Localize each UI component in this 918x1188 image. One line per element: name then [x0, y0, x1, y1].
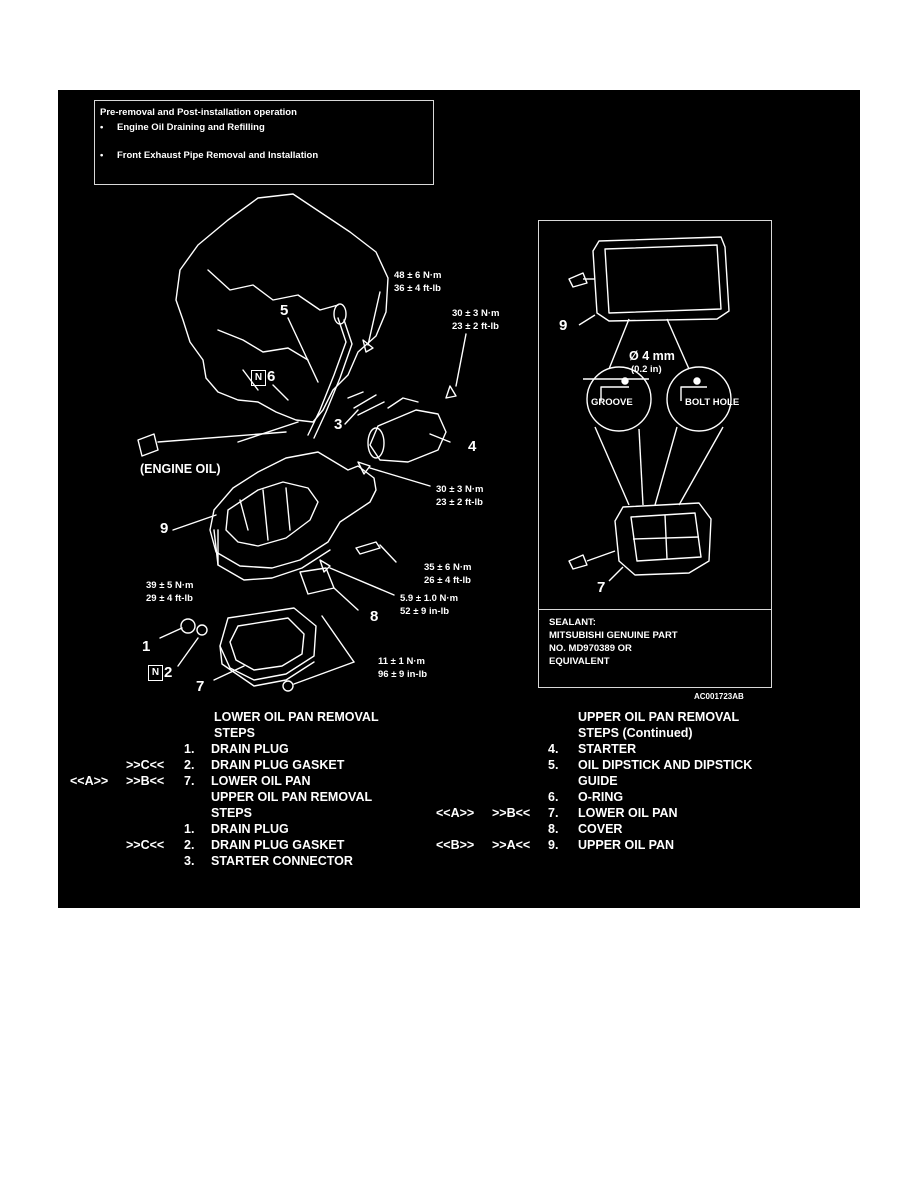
preop-bullet-2: •: [100, 150, 104, 161]
torque-5-imperial: 52 ± 9 in-lb: [400, 606, 450, 617]
left-step-num: 7.: [184, 774, 195, 788]
right-steps-heading-2: STEPS (Continued): [578, 726, 693, 740]
right-steps-heading: UPPER OIL PAN REMOVAL: [578, 710, 740, 724]
right-step-label: STARTER: [578, 742, 637, 756]
torque-7-imperial: 96 ± 9 in-lb: [378, 669, 428, 680]
torque-4-imperial: 26 ± 4 ft-lb: [424, 575, 471, 586]
left-steps-heading-upper: UPPER OIL PAN REMOVAL: [211, 790, 373, 804]
inset-callout-7: 7: [597, 579, 606, 596]
inset-lower-pan: [614, 502, 712, 576]
callout-7: 7: [196, 678, 205, 695]
left-step-marker: >>C<<: [126, 838, 165, 852]
left-step-label: DRAIN PLUG: [211, 822, 289, 836]
callout-8: 8: [370, 608, 379, 625]
left-step-num: 2.: [184, 838, 195, 852]
bolt-hole-detail: [666, 366, 732, 432]
right-step-num: 4.: [548, 742, 559, 756]
starter-outline: [369, 409, 447, 463]
right-step-marker: >>A<<: [492, 838, 531, 852]
left-steps-heading-2: STEPS: [214, 726, 255, 740]
figure-code: AC001723AB: [694, 692, 744, 701]
right-step-marker: >>B<<: [492, 806, 531, 820]
engine-block-outline: [175, 193, 389, 423]
left-step-num: 2.: [184, 758, 195, 772]
right-step-marker-removal: <<B>>: [436, 838, 475, 852]
torque-2-metric: 30 ± 3 N·m: [452, 308, 500, 319]
torque-2-imperial: 23 ± 2 ft-lb: [452, 321, 499, 332]
torque-1-metric: 48 ± 6 N·m: [394, 270, 442, 281]
torque-7-metric: 11 ± 1 N·m: [378, 656, 425, 667]
sealant-inset: 9 Ø 4 mm (0.2 in) GROOVE BOLT HOLE 7 SEA…: [538, 220, 772, 688]
preop-item-2: Front Exhaust Pipe Removal and Installat…: [117, 150, 319, 161]
callout-4: 4: [468, 438, 477, 455]
preop-bullet-1: •: [100, 122, 104, 133]
left-step-num: 3.: [184, 854, 195, 868]
callout-2: 2: [164, 664, 173, 681]
callout-6: 6: [267, 368, 276, 385]
dipstick-guide: [307, 317, 347, 436]
left-step-num: 1.: [184, 742, 195, 756]
left-step-label: DRAIN PLUG GASKET: [211, 758, 345, 772]
left-step-label: STARTER CONNECTOR: [211, 854, 353, 868]
right-step-marker-removal: <<A>>: [436, 806, 475, 820]
callout-n-box-6: N: [251, 370, 266, 386]
left-step-num: 1.: [184, 822, 195, 836]
right-step-label: O-RING: [578, 790, 624, 804]
lower-oil-pan: [219, 607, 317, 681]
right-step-num: 9.: [548, 838, 559, 852]
right-step-num: 6.: [548, 790, 559, 804]
sealant-line-4: EQUIVALENT: [549, 656, 610, 667]
sealant-inset-illustration: [568, 236, 732, 582]
left-step-label: LOWER OIL PAN: [211, 774, 311, 788]
callout-1: 1: [142, 638, 151, 655]
sealant-line-3: NO. MD970389 OR: [549, 643, 632, 654]
torque-4-metric: 35 ± 6 N·m: [424, 562, 472, 573]
inset-dia-metric: Ø 4 mm: [629, 349, 675, 363]
bolt-hole-label: BOLT HOLE: [685, 397, 740, 408]
left-step-marker: >>C<<: [126, 758, 165, 772]
torque-6-imperial: 29 ± 4 ft-lb: [146, 593, 193, 604]
right-step-label: OIL DIPSTICK AND DIPSTICK: [578, 758, 753, 772]
right-step-num: 7.: [548, 806, 559, 820]
torque-5-metric: 5.9 ± 1.0 N·m: [400, 593, 459, 604]
right-step-num: 5.: [548, 758, 559, 772]
preop-title: Pre-removal and Post-installation operat…: [100, 107, 297, 118]
right-step-label: COVER: [578, 822, 623, 836]
sealant-line-2: MITSUBISHI GENUINE PART: [549, 630, 678, 641]
right-step-label: UPPER OIL PAN: [578, 838, 675, 852]
torque-3-imperial: 23 ± 2 ft-lb: [436, 497, 483, 508]
left-step-marker: >>B<<: [126, 774, 165, 788]
preop-box: Pre-removal and Post-installation operat…: [94, 100, 434, 185]
inset-callout-9: 9: [559, 317, 568, 334]
left-steps-heading: LOWER OIL PAN REMOVAL: [214, 710, 379, 724]
right-step-label: LOWER OIL PAN: [578, 806, 678, 820]
callout-3: 3: [334, 416, 343, 433]
right-step-label: GUIDE: [578, 774, 618, 788]
right-step-num: 8.: [548, 822, 559, 836]
left-step-marker-removal: <<A>>: [70, 774, 109, 788]
torque-6-metric: 39 ± 5 N·m: [146, 580, 194, 591]
diagram-panel: Pre-removal and Post-installation operat…: [58, 90, 860, 908]
inset-dia-imperial: (0.2 in): [631, 364, 662, 375]
callout-5: 5: [280, 302, 289, 319]
left-steps-heading-upper-2: STEPS: [211, 806, 252, 820]
preop-item-1: Engine Oil Draining and Refilling: [117, 122, 265, 133]
upper-oil-pan: [209, 451, 377, 569]
left-step-label: DRAIN PLUG GASKET: [211, 838, 345, 852]
sealant-line-1: SEALANT:: [549, 617, 596, 628]
engine-oil-label: (ENGINE OIL): [140, 462, 221, 476]
left-step-label: DRAIN PLUG: [211, 742, 289, 756]
inset-divider: [539, 609, 771, 610]
oil-pan-exploded-illustration: [137, 193, 467, 692]
torque-3-metric: 30 ± 3 N·m: [436, 484, 484, 495]
callout-n-box-2: N: [148, 665, 163, 681]
inset-upper-pan-gasket: [592, 236, 730, 322]
torque-1-imperial: 36 ± 4 ft-lb: [394, 283, 441, 294]
groove-label: GROOVE: [591, 397, 633, 408]
cover: [299, 567, 335, 595]
callout-9: 9: [160, 520, 169, 537]
groove-detail: [586, 366, 652, 432]
